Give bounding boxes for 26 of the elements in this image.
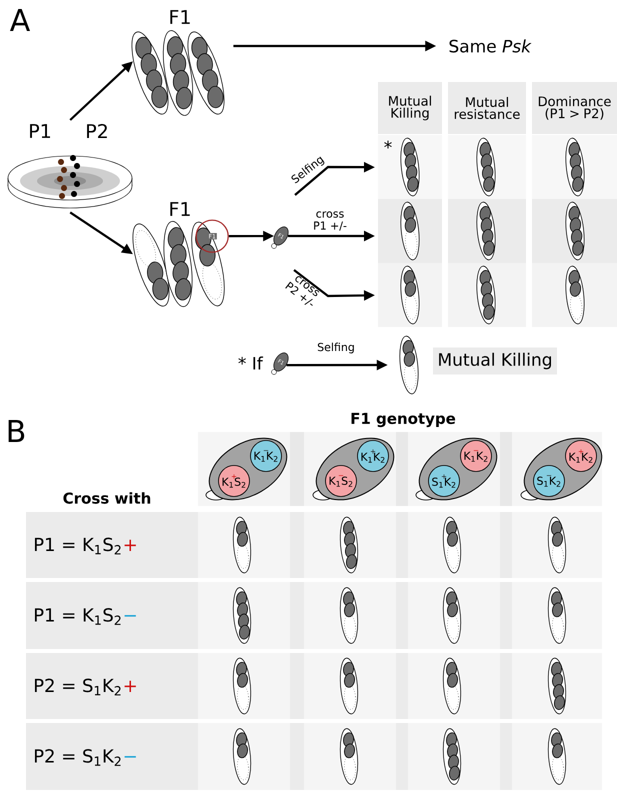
column-heading: F1 genotype xyxy=(352,412,456,428)
generation-label: F1 xyxy=(170,10,190,24)
generation-label: F1 xyxy=(170,202,190,216)
table-header-cell: Mutual Killing xyxy=(378,82,442,134)
row-label: P1 = K$_{1}$S$_{2}$ xyxy=(34,608,121,625)
panel-label: B xyxy=(8,420,24,442)
note-text: * If xyxy=(238,356,264,370)
strain-label: P2 xyxy=(87,124,107,138)
sign: + xyxy=(124,540,136,551)
edge-label: cross P1 +/- xyxy=(314,211,346,231)
asterisk: * xyxy=(384,140,392,148)
row-label: P2 = S$_{1}$K$_{2}$ xyxy=(34,749,121,766)
result-box: Mutual Killing xyxy=(433,348,557,374)
sign: − xyxy=(124,756,136,758)
sign: − xyxy=(124,615,136,617)
panel-label: A xyxy=(10,9,30,31)
row-label: P1 = K$_{1}$S$_{2}$ xyxy=(34,538,121,554)
edge-label: Selfing xyxy=(318,342,354,354)
result-text: Same Psk xyxy=(450,39,532,53)
strain-label: P1 xyxy=(30,124,50,138)
sign: + xyxy=(124,680,136,692)
row-label: P2 = S$_{1}$K$_{2}$ xyxy=(34,678,121,696)
table-header-cell: Mutual resistance xyxy=(448,82,526,134)
row-heading: Cross with xyxy=(63,492,150,504)
table-header-cell: Dominance (P1 > P2) xyxy=(532,82,617,134)
ascus-drawing xyxy=(400,336,418,394)
